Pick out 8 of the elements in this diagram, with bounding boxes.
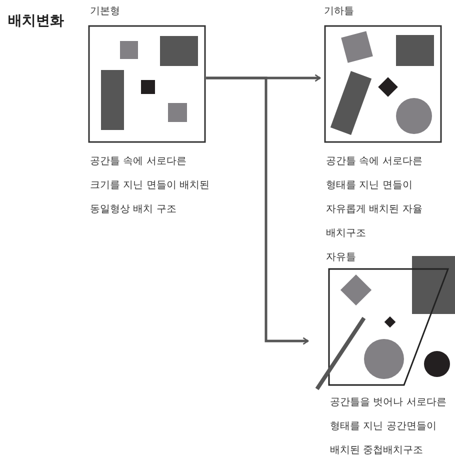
caption-text: 공간틀 속에 서로다른 크기를 지닌 면들이 배치된 동일형상 배치 구조	[90, 155, 211, 217]
frame-heading: 기본형	[90, 5, 120, 18]
frame-heading: 기하틀	[324, 5, 354, 18]
arrow	[206, 76, 309, 345]
frame-heading: 자유틀	[326, 251, 356, 264]
diagram-title: 배치변화	[8, 12, 64, 30]
caption-text: 공간틀 속에 서로다른 형태를 지닌 면들이 자유롭게 배치된 자율 배치구조	[326, 155, 424, 241]
caption-text: 공간틀을 벗어나 서로다른 형태를 지닌 공간면들이 배치된 중첩배치구조	[330, 396, 448, 458]
